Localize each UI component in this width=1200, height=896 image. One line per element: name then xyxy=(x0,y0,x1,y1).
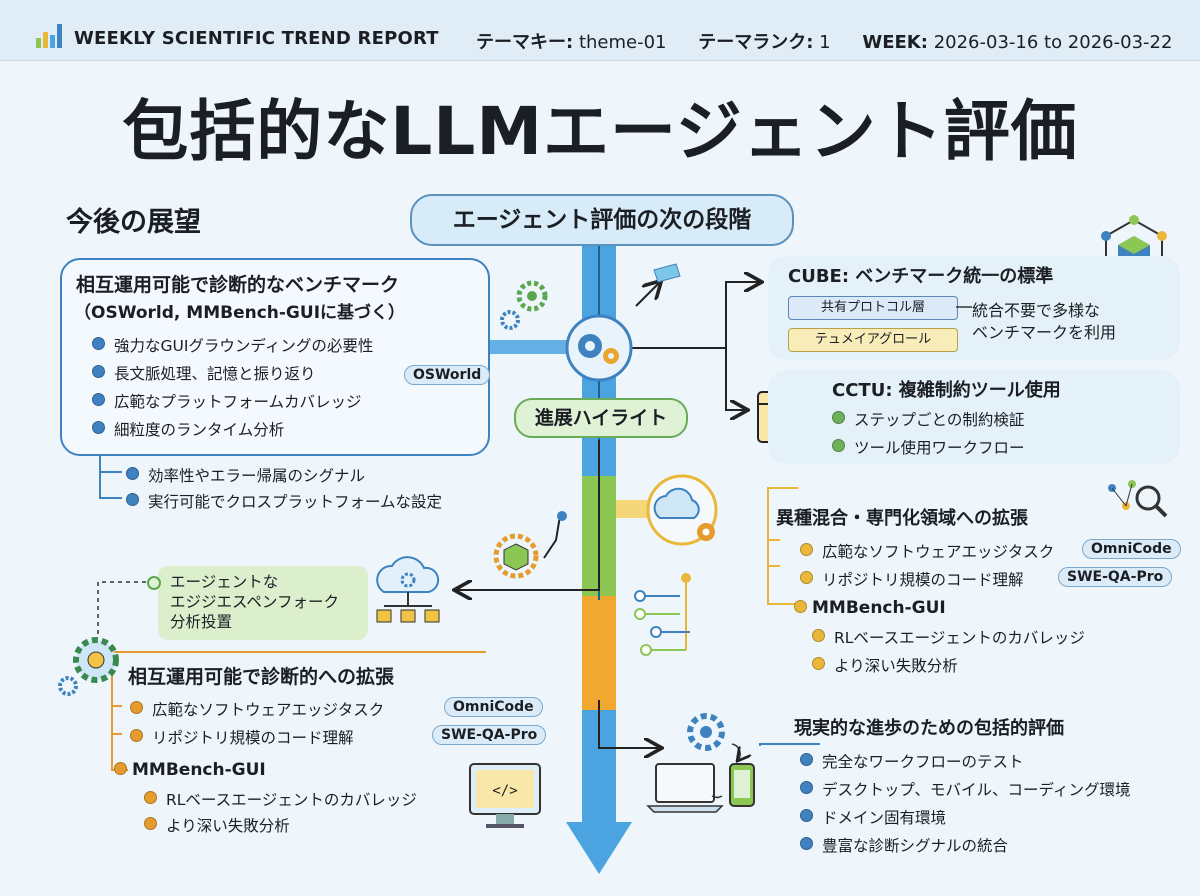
list-item: ドメイン固有環境 xyxy=(800,806,946,828)
benchmark-box xyxy=(60,258,490,456)
list-item: 豊富な診断シグナルの統合 xyxy=(800,834,1008,856)
list-item xyxy=(114,762,136,780)
list-item: より深い失敗分析 xyxy=(812,654,958,676)
cube-title: CUBE: ベンチマーク統一の標準 xyxy=(788,266,1054,287)
list-item: 細粒度のランタイム分析 xyxy=(92,418,284,440)
theme-rank-value: 1 xyxy=(819,32,831,53)
bar-chart-icon xyxy=(36,24,62,48)
list-item: 長文脈処理、記憶と振り返り xyxy=(92,362,316,384)
page-title: 包括的なLLMエージェント評価 xyxy=(122,93,1078,170)
list-item: 完全なワークフローのテスト xyxy=(800,750,1024,772)
protocol-tag: 共有プロトコル層 xyxy=(788,296,958,320)
realistic-title: 現実的な進歩のための包括的評価 xyxy=(794,718,1064,739)
phone-icon xyxy=(729,763,755,807)
central-gear-icon xyxy=(565,314,633,382)
agent-analysis-box xyxy=(158,566,368,640)
laptop-icon xyxy=(646,763,724,813)
hetero-title: 異種混合・専門化領域への拡張 xyxy=(776,508,1028,529)
highlight-pill: 進展ハイライト xyxy=(514,398,688,438)
list-item: ステップごとの制約検証 xyxy=(832,408,1024,430)
list-item xyxy=(794,600,816,618)
svg-text:</>: </> xyxy=(492,783,517,799)
report-title: WEEKLY SCIENTIFIC TREND REPORT xyxy=(74,28,439,49)
theme-rank-label: テーマランク: xyxy=(698,32,814,53)
list-item: ツール使用ワークフロー xyxy=(832,436,1025,458)
list-item: 広範なソフトウェアエッジタスク xyxy=(800,540,1054,562)
list-item: RLベースエージェントのカバレッジ xyxy=(144,788,417,810)
list-item: 実行可能でクロスプラットフォームな設定 xyxy=(126,490,442,512)
swe-qa-pro-tag: SWE-QA-Pro xyxy=(432,725,547,745)
cloud-gear-icon xyxy=(646,474,718,546)
osworld-tag: OSWorld xyxy=(404,365,491,385)
list-item: より深い失敗分析 xyxy=(144,814,290,836)
mmbench-title: MMBench-GUI xyxy=(132,760,266,780)
list-item: 効率性やエラー帰属のシグナル xyxy=(126,464,365,486)
extension-title: 相互運用可能で診断的への拡張 xyxy=(128,666,395,688)
gear-icon-2 xyxy=(687,713,740,799)
monitor-code-icon: </> xyxy=(469,763,541,828)
next-stage-pill: エージェント評価の次の段階 xyxy=(410,194,794,246)
benchmark-box-title: 相互運用可能で診断的なベンチマーク xyxy=(76,274,400,296)
week-label: WEEK: xyxy=(862,32,928,53)
outlook-heading: 今後の展望 xyxy=(66,207,201,238)
green-node-icon xyxy=(147,576,161,590)
gear-icon xyxy=(500,280,548,330)
list-item: 広範なプラットフォームカバレッジ xyxy=(92,390,362,412)
header-bar xyxy=(0,0,1200,61)
telemetry-tag: テュメイアグロール xyxy=(788,328,958,352)
trend-cube-icon xyxy=(493,511,567,579)
benchmark-box-subtitle: （OSWorld, MMBench-GUIに基づく） xyxy=(74,303,406,323)
omnicode-tag: OmniCode xyxy=(1082,539,1181,559)
mmbench-title: MMBench-GUI xyxy=(812,598,946,618)
list-item: リポジトリ規模のコード理解 xyxy=(800,568,1024,590)
theme-key-value: theme-01 xyxy=(578,32,667,53)
magnifier-network-icon xyxy=(1108,480,1168,518)
connector-dash xyxy=(956,306,972,308)
omnicode-tag: OmniCode xyxy=(444,697,543,717)
list-item: デスクトップ、モバイル、コーディング環境 xyxy=(800,778,1130,800)
list-item: RLベースエージェントのカバレッジ xyxy=(812,626,1085,648)
list-item: 広範なソフトウェアエッジタスク xyxy=(130,698,384,720)
graduation-icon xyxy=(635,263,681,307)
node-network-icon xyxy=(634,573,691,656)
swe-qa-pro-tag: SWE-QA-Pro xyxy=(1058,567,1173,587)
cloud-org-icon xyxy=(376,556,440,623)
agent-analysis-text: エージェントな エジジエスペンフォーク 分析投置 xyxy=(170,573,339,631)
header-meta: テーマキー: theme-01 テーマランク: 1 WEEK: 2026-03-… xyxy=(476,28,1172,54)
theme-key-label: テーマキー: xyxy=(476,32,574,53)
cctu-title: CCTU: 複雑制約ツール使用 xyxy=(832,380,1061,401)
cube-text: 統合不要で多様な ベンチマークを利用 xyxy=(972,301,1117,342)
week-value: 2026-03-16 to 2026-03-22 xyxy=(933,32,1173,53)
list-item: 強力なGUIグラウンディングの必要性 xyxy=(92,334,373,356)
list-item: リポジトリ規模のコード理解 xyxy=(130,726,354,748)
gear-browser-icon xyxy=(58,637,119,696)
